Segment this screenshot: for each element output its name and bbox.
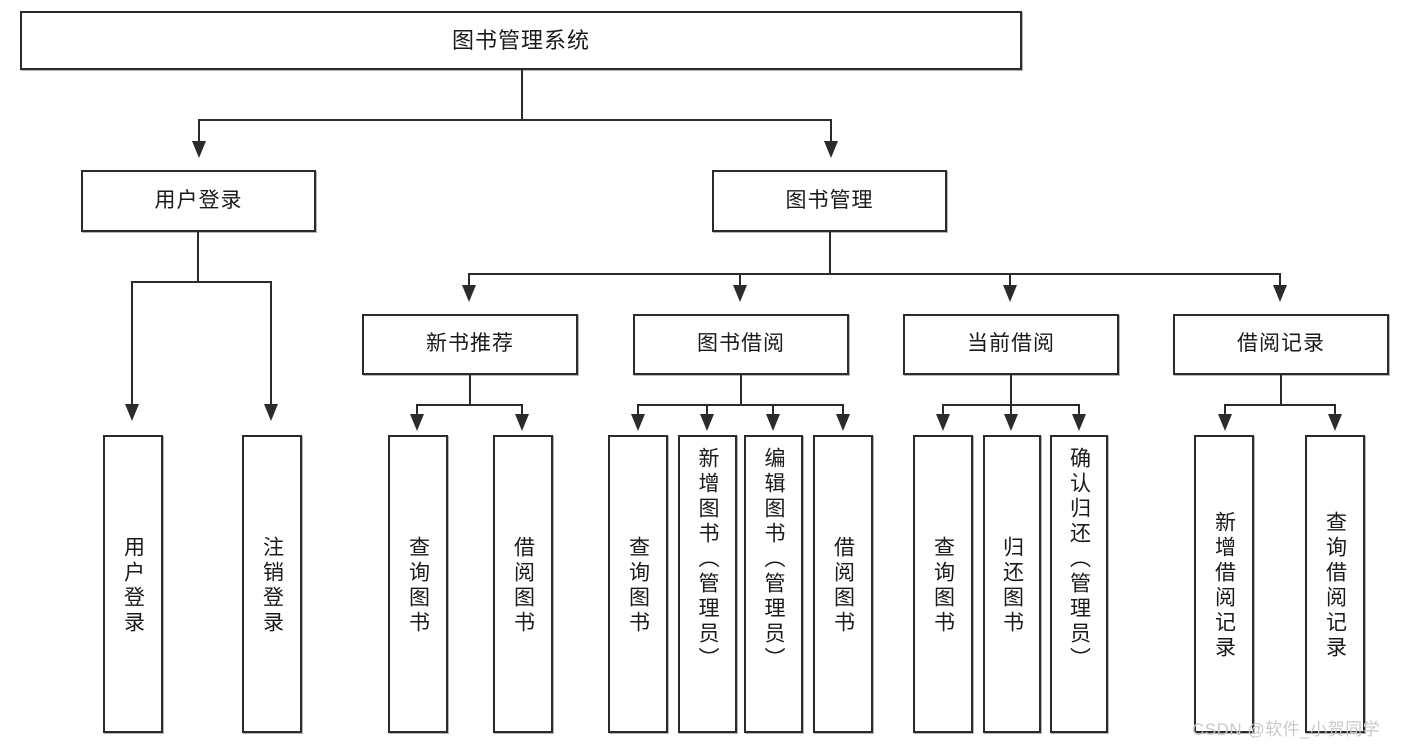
node-label: 查询借阅记录 [1323,511,1347,661]
node-label: 归还图书 [1000,536,1024,636]
node-label: 注销登录 [260,536,284,636]
arrowhead-to-user-login [192,141,206,158]
arrowhead-leaf-query-book-3 [936,414,950,431]
node-label: 图书管理系统 [451,27,590,53]
connector-root-stem [521,70,523,120]
connector-user-login-drop-1 [131,281,133,406]
node-leaf-return-book[interactable]: 归还图书 [983,435,1041,733]
node-label: 确认归还（管理员） [1067,447,1091,672]
connector-nbr-drop-2 [521,404,523,416]
connector-br-stem [1280,375,1282,405]
arrowhead-leaf-logout-login [264,404,278,421]
watermark-text: CSDN @软件_小贺同学 [1192,720,1381,739]
connector-nbr-stem [469,375,471,405]
connector-nbr-bus [416,404,522,406]
arrowhead-leaf-add-book [700,414,714,431]
node-leaf-query-book-2[interactable]: 查询图书 [608,435,668,733]
node-label: 新增借阅记录 [1212,511,1236,661]
arrowhead-leaf-edit-book [766,414,780,431]
node-leaf-query-book-3[interactable]: 查询图书 [913,435,973,733]
node-borrow-record[interactable]: 借阅记录 [1173,314,1389,375]
connector-cb-stem [1010,375,1012,405]
connector-bm-drop-3 [1009,273,1011,287]
node-leaf-query-record[interactable]: 查询借阅记录 [1305,435,1365,733]
connector-bm-drop-1 [468,273,470,287]
arrowhead-current-borrow [1003,285,1017,302]
node-current-borrow[interactable]: 当前借阅 [903,314,1119,375]
node-label: 图书管理 [785,188,874,212]
node-label: 查询图书 [406,536,430,636]
node-label: 用户登录 [121,536,145,636]
node-user-login[interactable]: 用户登录 [81,170,316,232]
connector-br-drop-1 [1224,404,1226,416]
node-new-book-recommend[interactable]: 新书推荐 [362,314,578,375]
node-label: 借阅图书 [511,536,535,636]
arrowhead-book-borrow [733,285,747,302]
connector-bb-drop-4 [842,404,844,416]
arrowhead-new-book-recommend [462,285,476,302]
connector-br-drop-2 [1334,404,1336,416]
connector-book-manage-bus [468,273,1280,275]
node-label: 借阅图书 [831,536,855,636]
arrowhead-to-book-manage [824,141,838,158]
arrowhead-leaf-query-book-1 [410,414,424,431]
connector-root-drop-left [198,119,200,143]
connector-book-manage-stem [829,232,831,274]
node-label: 用户登录 [154,188,243,212]
connector-bm-drop-2 [739,273,741,287]
node-leaf-logout-login[interactable]: 注销登录 [242,435,302,733]
node-leaf-add-book[interactable]: 新增图书（管理员） [678,435,737,733]
node-leaf-add-record[interactable]: 新增借阅记录 [1194,435,1254,733]
arrowhead-leaf-add-record [1218,414,1232,431]
node-label: 查询图书 [626,536,650,636]
arrowhead-borrow-record [1273,285,1287,302]
connector-user-login-drop-2 [270,281,272,406]
connector-bb-drop-3 [772,404,774,416]
node-book-manage[interactable]: 图书管理 [712,170,947,232]
arrowhead-leaf-borrow-book-2 [836,414,850,431]
node-leaf-query-book-1[interactable]: 查询图书 [388,435,448,733]
connector-root-bus [198,119,832,121]
node-leaf-borrow-book-2[interactable]: 借阅图书 [813,435,873,733]
arrowhead-leaf-return-book [1004,414,1018,431]
node-label: 新书推荐 [426,332,514,356]
connector-bb-drop-2 [706,404,708,416]
arrowhead-leaf-query-book-2 [631,414,645,431]
connector-cb-drop-1 [942,404,944,416]
node-leaf-borrow-book-1[interactable]: 借阅图书 [493,435,553,733]
arrowhead-leaf-query-record [1328,414,1342,431]
connector-cb-drop-3 [1078,404,1080,416]
connector-bm-drop-4 [1279,273,1281,287]
node-leaf-user-login[interactable]: 用户登录 [103,435,163,733]
connector-br-bus [1224,404,1336,406]
arrowhead-leaf-user-login [125,404,139,421]
node-label: 图书借阅 [697,332,785,356]
node-label: 借阅记录 [1237,332,1325,356]
connector-bb-drop-1 [637,404,639,416]
node-book-borrow[interactable]: 图书借阅 [633,314,849,375]
node-label: 当前借阅 [967,332,1055,356]
connector-nbr-drop-1 [416,404,418,416]
connector-cb-drop-2 [1010,404,1012,416]
node-leaf-edit-book[interactable]: 编辑图书（管理员） [744,435,803,733]
node-root-system[interactable]: 图书管理系统 [20,11,1022,70]
arrowhead-leaf-confirm-return [1072,414,1086,431]
connector-root-drop-right [830,119,832,143]
node-label: 编辑图书（管理员） [762,447,785,672]
connector-user-login-stem [197,232,199,282]
connector-user-login-bus [131,281,272,283]
node-leaf-confirm-return[interactable]: 确认归还（管理员） [1050,435,1108,733]
node-label: 查询图书 [931,536,955,636]
arrowhead-leaf-borrow-book-1 [515,414,529,431]
node-label: 新增图书（管理员） [696,447,719,672]
connector-bb-stem [740,375,742,405]
connector-bb-bus [637,404,843,406]
